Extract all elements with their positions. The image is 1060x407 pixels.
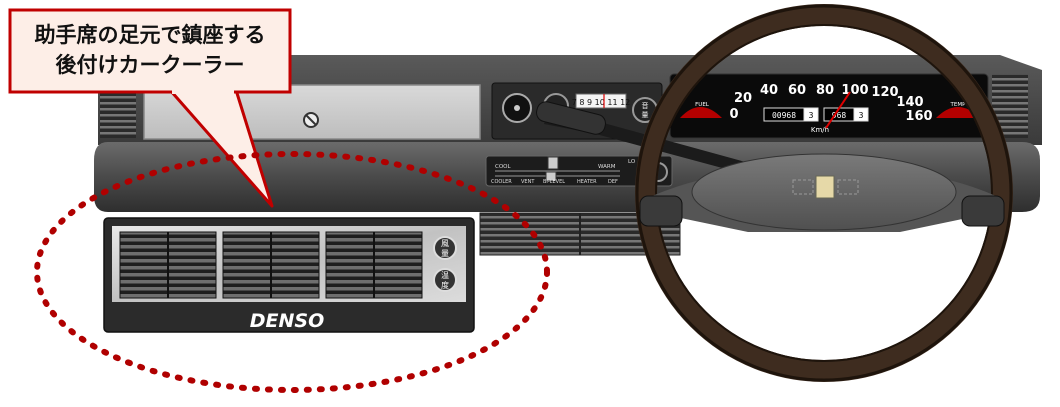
hvac-mode-def: DEF — [608, 179, 618, 185]
callout-line-2: 後付けカークーラー — [55, 53, 245, 77]
cooler-fan-knob — [433, 236, 457, 260]
horn-emblem — [815, 175, 835, 199]
speed-tick-80: 80 — [816, 83, 834, 98]
cooler-fan-label-2: 量 — [441, 249, 449, 258]
callout-box — [8, 8, 292, 94]
radio-volume-label-1: 音 — [642, 101, 649, 110]
speed-tick-120: 120 — [871, 85, 898, 100]
speed-tick-0: 0 — [729, 107, 738, 122]
highlight-ellipse — [34, 151, 550, 393]
radio-volume-label-2: 量 — [642, 111, 649, 119]
trip-tenth: 3 — [859, 111, 864, 120]
speed-tick-40: 40 — [760, 83, 778, 98]
cooler-temp-label-2: 度 — [441, 280, 449, 290]
hvac-mode-heater: HEATER — [577, 179, 597, 185]
mode-lever — [545, 171, 557, 182]
odometer-tenth: 3 — [809, 111, 814, 120]
callout-text: 助手席の足元で鎮座する 後付けカークーラー — [10, 10, 290, 92]
speed-tick-140: 140 — [896, 95, 923, 110]
cooler-temp-label-1: 温 — [441, 271, 449, 280]
left-spoke-grip — [639, 195, 683, 227]
cooler-temp-knob — [433, 268, 457, 292]
speed-tick-100: 100 — [841, 83, 868, 98]
fuel-gauge — [680, 107, 722, 118]
speedometer-needle — [825, 91, 851, 129]
speed-tick-60: 60 — [788, 83, 806, 98]
speed-tick-160: 160 — [905, 109, 932, 124]
callout-line-1: 助手席の足元で鎮座する — [34, 23, 266, 47]
hvac-mode-vent: VENT — [521, 179, 535, 185]
hvac-warm-label: WARM — [598, 164, 616, 170]
radio-dial — [575, 93, 627, 109]
hvac-mode-bilevel: BI-LEVEL — [543, 179, 565, 185]
left-side-vent — [100, 88, 136, 138]
cooler-fan-label-1: 風 — [441, 239, 449, 248]
stalk-knob — [536, 101, 606, 135]
hvac-lo-label: LO — [628, 159, 636, 165]
radio-dial-text: 7 8 9 10 11 12 — [572, 98, 631, 107]
temperature-lever — [547, 156, 559, 170]
speed-tick-20: 20 — [734, 91, 752, 106]
temp-label: TEMP — [950, 102, 967, 108]
cooler-brand-label: DENSO — [250, 310, 325, 332]
speed-unit: Km/h — [811, 126, 829, 134]
right-spoke-grip — [961, 195, 1005, 227]
fuel-label: FUEL — [695, 102, 710, 108]
steering-wheel-rim — [635, 4, 1013, 382]
hvac-mode-cooler: COOLER — [491, 179, 512, 185]
hvac-cool-label: COOL — [495, 164, 511, 170]
odometer-value: 00968 — [772, 111, 796, 120]
trip-value: 968 — [832, 111, 847, 120]
